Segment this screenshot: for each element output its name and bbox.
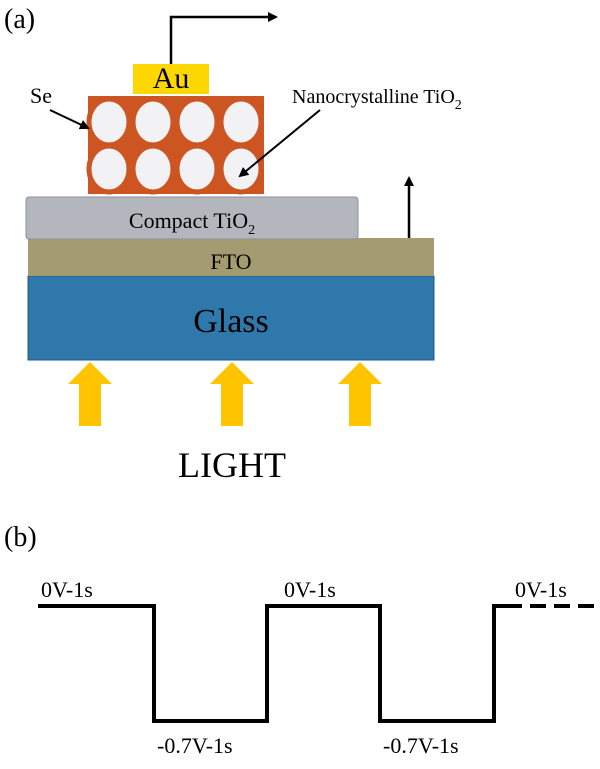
se-label: Se: [30, 83, 52, 108]
sphere: [174, 143, 220, 195]
glass-label: Glass: [193, 303, 269, 340]
se-pointer-arrow: [49, 109, 90, 130]
sphere: [130, 96, 176, 148]
pulse-low-label-2: -0.7V-1s: [383, 733, 459, 758]
au-wire-arrow: [169, 12, 278, 64]
sphere: [218, 96, 264, 148]
panel-b-label: (b): [4, 522, 37, 553]
light-label: LIGHT: [178, 445, 286, 485]
pulse-low-label-1: -0.7V-1s: [157, 733, 233, 758]
au-label: Au: [153, 62, 190, 95]
sphere: [130, 143, 176, 195]
pulse-high-label-2: 0V-1s: [284, 577, 336, 602]
au-contact: [133, 64, 209, 94]
pulse-high-label-1: 0V-1s: [41, 577, 93, 602]
light-arrow-icon: [68, 362, 112, 426]
fto-label: FTO: [210, 249, 251, 274]
nano-tio2-label: Nanocrystalline TiO2: [292, 86, 462, 113]
pulse-high-label-3: 0V-1s: [515, 577, 567, 602]
light-arrow-icon: [338, 362, 382, 426]
sphere: [174, 96, 220, 148]
panel-a-label: (a): [4, 4, 35, 35]
pulse-waveform: [38, 604, 506, 723]
compact-tio2-text: Compact TiO: [129, 208, 248, 233]
compact-tio2-layer: [25, 196, 359, 240]
compact-tio2-label: Compact TiO2: [129, 208, 255, 238]
fto-layer: [28, 238, 434, 276]
sphere: [86, 96, 132, 148]
nano-tio2-subscript: 2: [455, 98, 462, 113]
light-arrow-icon: [210, 362, 254, 426]
sphere: [218, 143, 264, 195]
nano-pointer-arrow: [238, 109, 321, 178]
glass-layer: [27, 275, 435, 361]
sphere: [86, 143, 132, 195]
nano-tio2-text: Nanocrystalline TiO: [292, 86, 455, 108]
light-arrows: [68, 362, 382, 426]
compact-tio2-subscript: 2: [248, 223, 255, 238]
